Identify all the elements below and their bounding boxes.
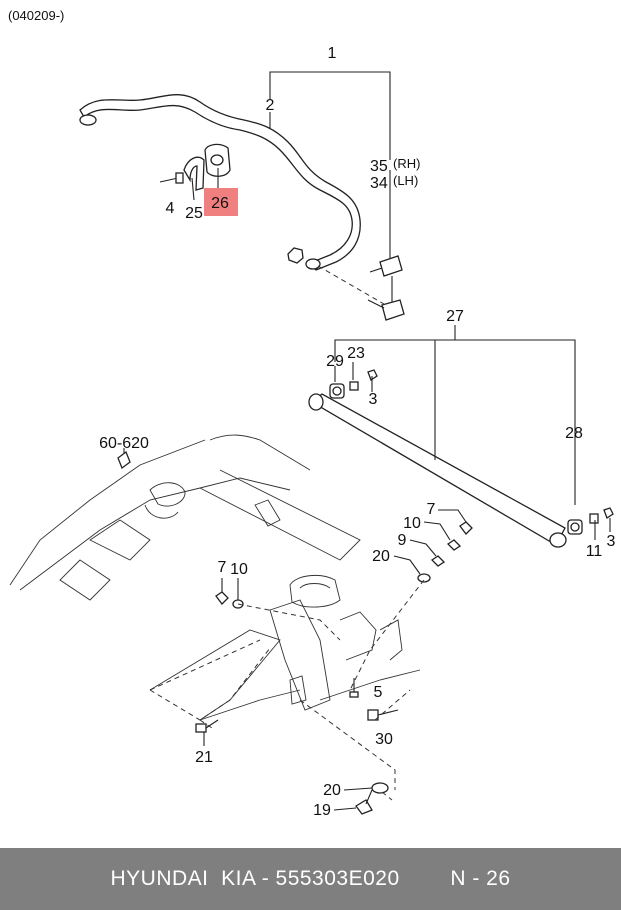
callout-3-upper: 3 — [369, 391, 378, 408]
diagram-drawing: (040209-) — [8, 8, 616, 819]
callout-1: 1 — [328, 45, 337, 62]
bolt-7a — [459, 521, 473, 535]
callout-19: 19 — [313, 802, 331, 819]
bolt-30 — [367, 709, 399, 721]
callout-9: 9 — [398, 532, 407, 549]
stabilizer-link — [317, 170, 405, 321]
callout-35: 35 — [370, 158, 388, 175]
link-bushing-23 — [349, 381, 359, 391]
callout-60-620: 60-620 — [99, 435, 149, 452]
callout-7-right: 7 — [427, 501, 436, 518]
callout-26-highlight — [204, 188, 238, 216]
callout-3-right: 3 — [607, 533, 616, 550]
footer-part-number: HYUNDAI KIA - 555303E020 — [110, 867, 400, 890]
callout-20-lower: 20 — [323, 782, 341, 799]
callout-27: 27 — [446, 308, 464, 325]
link-bushing-28 — [567, 519, 583, 535]
link-bushing-29 — [329, 383, 345, 399]
washer-10a — [446, 539, 462, 551]
callout-34: 34 — [370, 175, 388, 192]
diagram-code: (040209-) — [8, 8, 64, 23]
footer-bar: HYUNDAI KIA - 555303E020 N - 26 — [0, 848, 621, 910]
callout-26: 26 — [211, 195, 229, 212]
callout-25: 25 — [185, 205, 203, 222]
footer-position: N - 26 — [450, 867, 511, 890]
callout-5: 5 — [374, 684, 383, 701]
bolt-19 — [355, 789, 373, 815]
callout-23: 23 — [347, 345, 365, 362]
callout-21: 21 — [195, 749, 213, 766]
bracket-bolt — [159, 172, 184, 184]
callout-28: 28 — [565, 425, 583, 442]
callout-4: 4 — [166, 200, 175, 217]
link-nut — [287, 247, 304, 264]
callout-20-upper: 20 — [372, 548, 390, 565]
bushing-bracket — [183, 156, 205, 191]
callout-10-right: 10 — [403, 515, 421, 532]
bolt-5 — [349, 678, 359, 698]
lateral-link — [308, 393, 567, 548]
washer-11 — [589, 513, 599, 524]
callout-10-lower: 10 — [230, 561, 248, 578]
callout-11: 11 — [586, 543, 603, 560]
nut-3a — [367, 369, 378, 381]
nut-3b — [603, 507, 614, 519]
nut-9 — [430, 555, 446, 567]
callout-29: 29 — [326, 353, 344, 370]
callout-34-side: (LH) — [393, 173, 418, 188]
callout-30: 30 — [375, 731, 393, 748]
stabilizer-bar — [79, 94, 361, 271]
callout-35-side: (RH) — [393, 156, 420, 171]
subframe — [9, 434, 421, 721]
clip-60-620 — [117, 450, 131, 470]
callout-2: 2 — [266, 97, 275, 114]
bolt-21 — [195, 719, 219, 733]
bolt-7b — [215, 591, 229, 605]
washer-20b — [371, 782, 389, 794]
callout-7-lower: 7 — [218, 559, 227, 576]
washer-20a — [417, 573, 431, 583]
stabilizer-bushing — [204, 143, 231, 177]
